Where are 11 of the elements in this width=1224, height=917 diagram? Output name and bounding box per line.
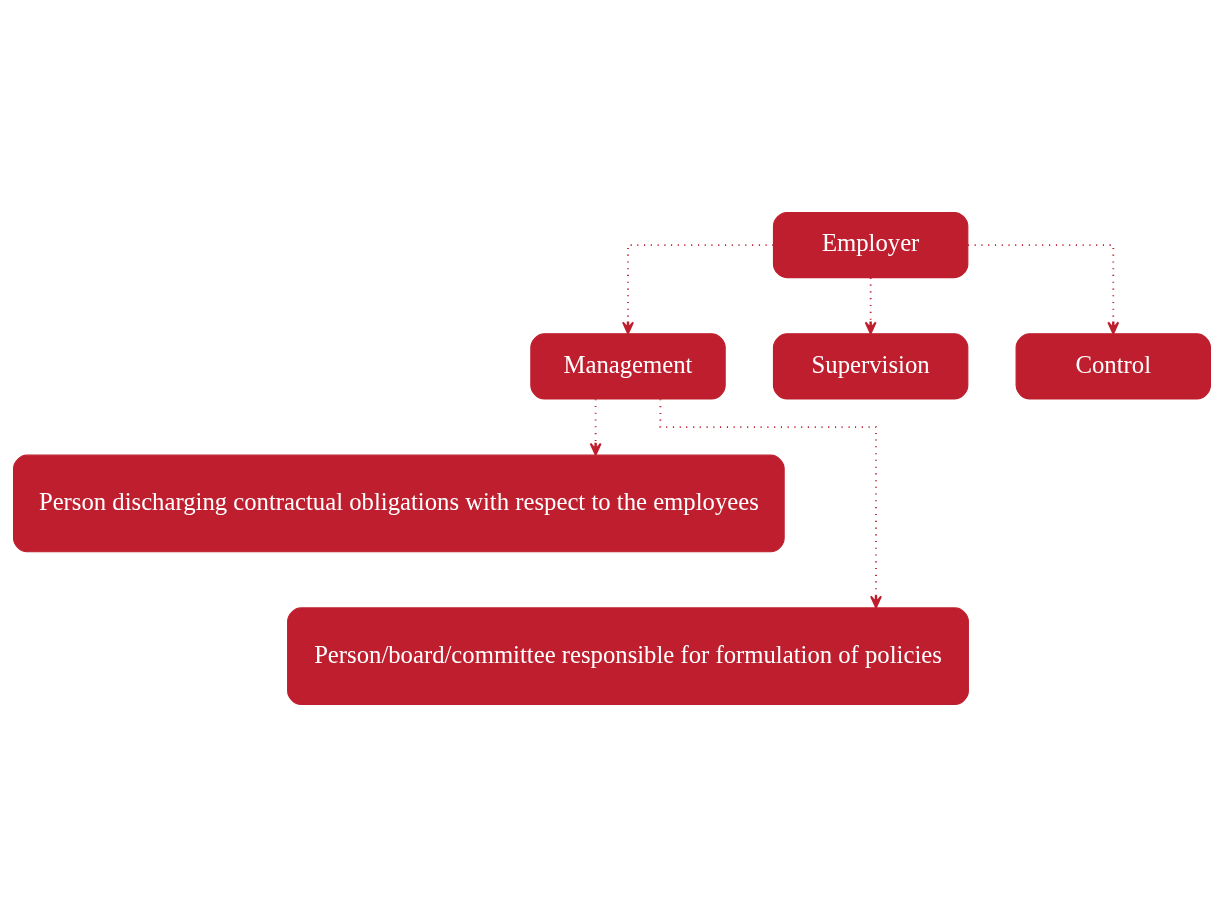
arrow: [659, 398, 882, 609]
node-box: Supervision: [772, 333, 969, 400]
arrow: [589, 398, 602, 456]
node-box: Employer: [772, 211, 969, 279]
node-box: Control: [1015, 333, 1211, 400]
node-box: Management: [530, 333, 726, 400]
arrow: [864, 277, 877, 335]
arrow: [967, 244, 1120, 335]
node-box: Person discharging contractual obligations with respect to the employees: [13, 454, 785, 553]
node-box: Person/board/committee responsible for formulation of policies: [287, 607, 969, 706]
arrow: [622, 244, 775, 335]
